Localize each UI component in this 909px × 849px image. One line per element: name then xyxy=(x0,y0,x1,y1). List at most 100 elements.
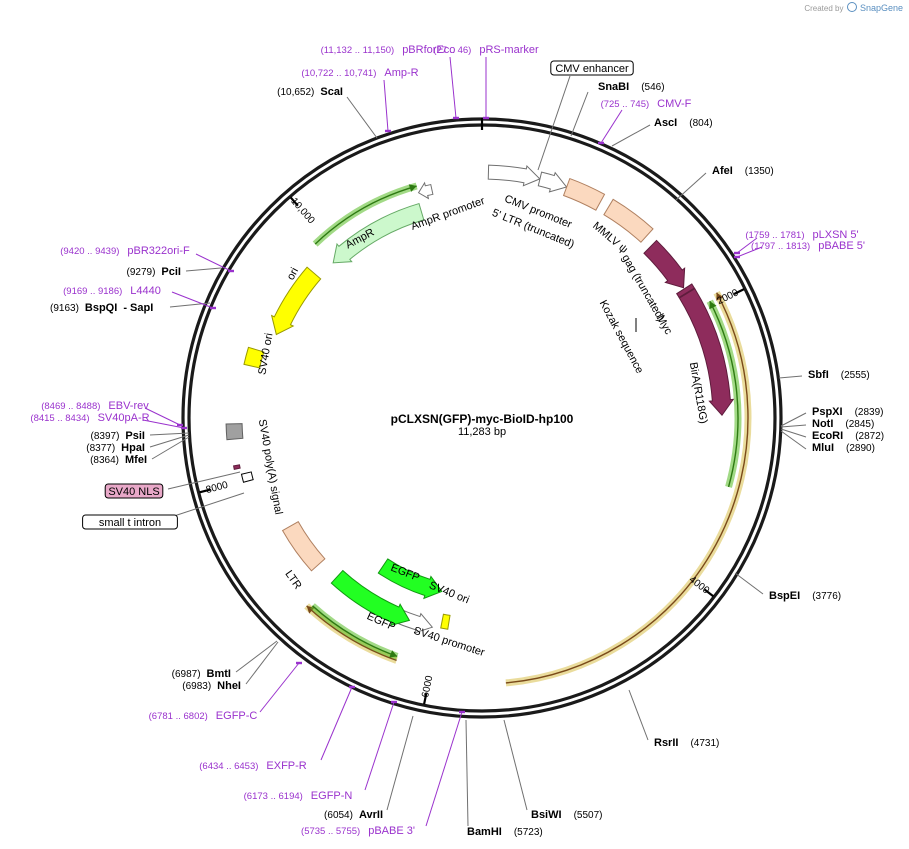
enzyme-name: NheI xyxy=(217,680,241,692)
enzyme-site-bspei[interactable]: BspEI(3776) xyxy=(769,590,841,602)
feature-cmv-enhancer[interactable] xyxy=(487,164,541,187)
tick-label-8000: 8000 xyxy=(205,480,230,496)
enzyme-site-asci[interactable]: AscI(804) xyxy=(654,117,713,129)
tick-label-10000: 10,000 xyxy=(288,196,317,227)
feature-small-t[interactable] xyxy=(240,471,254,483)
feature-ltr[interactable] xyxy=(281,520,326,572)
enzyme-site-bspqi[interactable]: (9163)BspQI- SapI xyxy=(50,302,153,314)
primer-leader-ebv-rev xyxy=(144,407,181,426)
enzyme-name: AfeI xyxy=(712,165,733,177)
enzyme-site-afei[interactable]: AfeI(1350) xyxy=(712,165,774,177)
primer-name: EXFP-R xyxy=(266,760,306,772)
small-t-box-frame xyxy=(82,514,178,530)
enzyme-site-bsiwi[interactable]: BsiWI(5507) xyxy=(531,809,602,821)
feature-ampr[interactable] xyxy=(332,202,425,264)
tick-2000 xyxy=(733,288,745,295)
primer-cmv-f[interactable]: (725 .. 745)CMV-F xyxy=(601,98,692,110)
cmv-enhancer-box-text: CMV enhancer xyxy=(555,63,629,75)
primer-exfp-r[interactable]: (6434 .. 6453)EXFP-R xyxy=(199,760,307,772)
enzyme-site-noti[interactable]: NotI(2845) xyxy=(812,418,874,430)
primer-name: pBABE 3' xyxy=(368,825,415,837)
feature-ampr-promoter[interactable] xyxy=(417,181,434,200)
enzyme-site-pspxi[interactable]: PspXI(2839) xyxy=(812,406,883,418)
feature-egfp-2[interactable] xyxy=(330,569,411,627)
enzyme-site-bmti[interactable]: (6987)BmtI xyxy=(172,668,231,680)
primer-egfp-n[interactable]: (6173 .. 6194)EGFP-N xyxy=(244,790,353,802)
feature-egfp-1[interactable] xyxy=(377,558,443,600)
enzyme-site-rsrii[interactable]: RsrII(4731) xyxy=(654,737,719,749)
feature-cmv-promoter[interactable] xyxy=(537,171,568,193)
feature-ori[interactable] xyxy=(270,266,322,336)
primer-pbabe-3[interactable]: (5735 .. 5755)pBABE 3' xyxy=(301,825,415,837)
feature-sv40-polya[interactable] xyxy=(225,423,244,441)
band-bira-green xyxy=(709,300,739,488)
band-ampr-green xyxy=(314,185,417,245)
plasmid-name: pCLXSN(GFP)-myc-BioID-hp100 xyxy=(391,412,574,426)
feature-5ltr[interactable] xyxy=(562,177,606,211)
enzyme-site-bamhi[interactable]: BamHI(5723) xyxy=(467,826,543,838)
primer-amp-r[interactable]: (10,722 .. 10,741)Amp-R xyxy=(301,67,418,79)
enzyme-name: HpaI xyxy=(121,442,145,454)
enzyme-site-psii[interactable]: (8397)PsiI xyxy=(91,430,145,442)
enzyme-site-mlui[interactable]: MluI(2890) xyxy=(812,442,875,454)
primer-labels: (27 .. 46)pRS-marker(11,132 .. 11,150)pB… xyxy=(30,44,865,837)
primer-site-marker xyxy=(598,141,604,145)
feature-bira[interactable] xyxy=(678,287,735,417)
primer-site-marker xyxy=(391,700,397,704)
enzyme-position: (6983) xyxy=(182,681,211,692)
primer-l4440[interactable]: (9169 .. 9186)L4440 xyxy=(63,285,161,297)
primer-leader-sv40pa-r xyxy=(142,419,185,429)
cmv-enhancer-box-frame xyxy=(550,60,634,76)
primer-prs-marker[interactable]: (27 .. 46)pRS-marker xyxy=(433,44,539,56)
enzyme-leader-ecori xyxy=(780,428,807,438)
enzyme-name: BmtI xyxy=(207,668,231,680)
plasmid-length: 11,283 bp xyxy=(458,426,506,438)
primer-leader-plxsn-5 xyxy=(736,237,758,254)
enzyme-site-scai[interactable]: (10,652)ScaI xyxy=(277,86,343,98)
cmv-enhancer-box[interactable]: CMV enhancer xyxy=(550,60,634,76)
enzyme-site-hpai[interactable]: (8377)HpaI xyxy=(86,442,145,454)
feature-sv40-ori[interactable] xyxy=(243,346,265,369)
enzyme-name: AvrII xyxy=(359,809,383,821)
enzyme-leader-hpai xyxy=(149,434,190,448)
primer-egfp-c[interactable]: (6781 .. 6802)EGFP-C xyxy=(149,710,258,722)
primer-site-marker xyxy=(385,129,391,133)
sv40-nls-box[interactable]: SV40 NLS xyxy=(104,483,164,499)
enzyme-site-pcii[interactable]: (9279)PciI xyxy=(127,266,181,278)
feature-gag[interactable] xyxy=(643,239,686,289)
feature-myc[interactable] xyxy=(675,283,696,299)
primer-pbr322ori-f[interactable]: (9420 .. 9439)pBR322ori-F xyxy=(60,245,190,257)
enzyme-site-nhei[interactable]: (6983) NheI xyxy=(182,680,241,692)
enzyme-site-sbfi[interactable]: SbfI(2555) xyxy=(808,369,870,381)
primer-position: (27 .. 46) xyxy=(433,45,471,56)
feature-sv40-nls[interactable] xyxy=(232,464,241,470)
enzyme-site-ecori[interactable]: EcoRI(2872) xyxy=(812,430,884,442)
primer-leader-amp-r xyxy=(383,79,389,132)
primer-ebv-rev[interactable]: (8469 .. 8488)EBV-rev xyxy=(41,400,149,412)
primer-site-marker xyxy=(349,685,355,689)
primer-sv40pa-r[interactable]: (8415 .. 8434)SV40pA-R xyxy=(30,412,149,424)
primer-pbabe-5[interactable]: (1797 .. 1813)pBABE 5' xyxy=(751,240,865,252)
feature-label-sv40-promoter: SV40 promoter xyxy=(412,625,486,659)
enzyme-site-snabi[interactable]: SnaBI(546) xyxy=(598,81,665,93)
enzyme-site-avrii[interactable]: (6054)AvrII xyxy=(324,809,383,821)
band-big-orange-arrowhead xyxy=(716,292,724,301)
primer-leader-l4440 xyxy=(171,291,214,309)
primer-pbrforeco[interactable]: (11,132 .. 11,150)pBRforEco xyxy=(321,44,456,56)
primer-plxsn-5[interactable]: (1759 .. 1781)pLXSN 5' xyxy=(745,229,858,241)
primer-site-marker xyxy=(459,710,465,714)
feature-sv40-ori-small[interactable] xyxy=(440,613,451,630)
enzyme-site-mfei[interactable]: (8364)MfeI xyxy=(90,454,147,466)
small-t-box[interactable]: small t intron xyxy=(82,514,178,530)
enzyme-name: BamHI xyxy=(467,826,502,838)
enzyme-position: (804) xyxy=(689,118,712,129)
tick-label-4000: 4000 xyxy=(687,574,712,597)
enzyme-name: ScaI xyxy=(320,86,343,98)
band-big-orange xyxy=(505,292,749,684)
feature-mmlv-psi[interactable] xyxy=(603,198,654,243)
enzyme-leader-scai xyxy=(346,96,378,139)
enzyme-name: PciI xyxy=(161,266,181,278)
enzyme-leader-nhei xyxy=(245,641,279,685)
enzyme-leader-bamhi xyxy=(465,719,469,827)
